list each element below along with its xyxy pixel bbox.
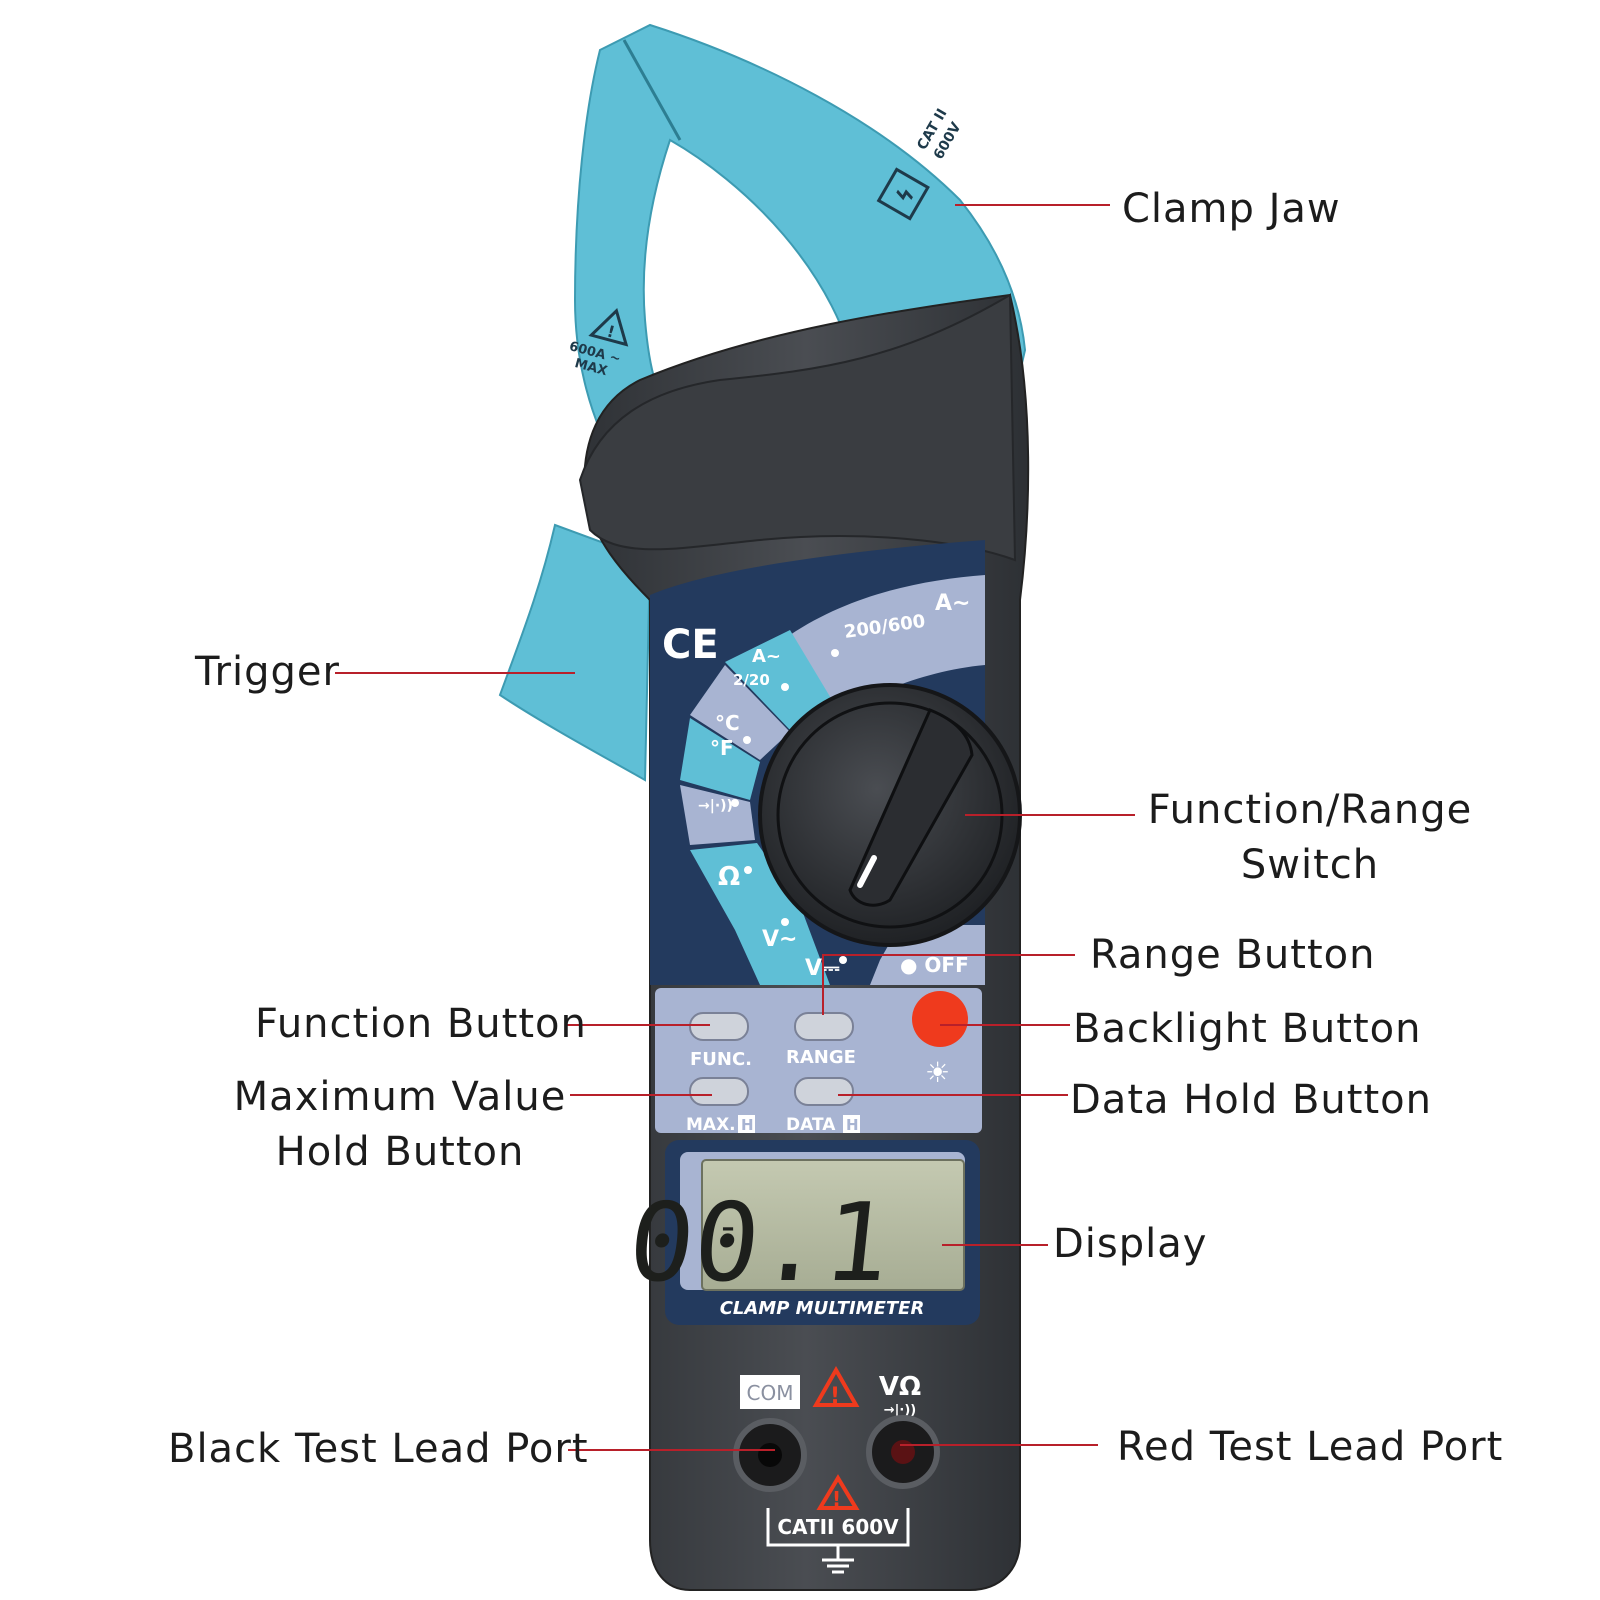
dial-label-off: ● OFF xyxy=(900,953,969,977)
callout-max-value-hold-line1: Maximum Value xyxy=(233,1074,567,1120)
dial-dot-volt-ac xyxy=(781,918,789,926)
black-port-socket xyxy=(758,1443,782,1467)
ground-icon xyxy=(822,1545,854,1574)
leader-range-button xyxy=(822,954,1075,1015)
callout-display: Display xyxy=(1053,1221,1208,1267)
port-warning-mark: ! xyxy=(830,1384,840,1409)
dial-label-diode: →|·)) xyxy=(698,798,733,814)
port-warning-icon xyxy=(812,1365,860,1407)
dial-segment-amp-low xyxy=(725,630,835,730)
lcd-reading: 00.1 xyxy=(623,1179,896,1306)
callout-trigger: Trigger xyxy=(195,649,340,695)
dial-segment-volt xyxy=(690,843,830,985)
data-hold-badge-text: H xyxy=(846,1116,859,1134)
dial-dot-temp xyxy=(743,736,751,744)
knob-grip xyxy=(848,708,974,907)
red-port-socket xyxy=(891,1440,915,1464)
dial-label-amp-low: 2/20 xyxy=(733,671,770,689)
data-hold-badge xyxy=(843,1115,860,1133)
lcd-screen xyxy=(701,1159,965,1291)
dial-dot-amp-high xyxy=(831,649,839,657)
callout-data-hold-button: Data Hold Button xyxy=(1070,1077,1432,1123)
dial-dot-volt-dc xyxy=(839,956,847,964)
func-label: FUNC. xyxy=(690,1049,752,1070)
dial-dot-ohm xyxy=(744,866,752,874)
leader-lines xyxy=(335,204,1135,1451)
knob-pointer xyxy=(857,855,877,888)
cat-rating: CATII 600V xyxy=(777,1515,899,1539)
callout-range-button: Range Button xyxy=(1090,932,1376,978)
backlight-button[interactable] xyxy=(912,991,968,1047)
callout-function-button: Function Button xyxy=(255,1001,587,1047)
clamp-jaw-split xyxy=(622,39,682,141)
callout-black-test-lead-port: Black Test Lead Port xyxy=(168,1426,589,1472)
ce-mark: CE xyxy=(662,622,719,668)
max-hold-badge xyxy=(738,1115,755,1133)
callout-function-range-switch-line1: Function/Range xyxy=(1147,787,1473,833)
vohm-label: VΩ xyxy=(879,1372,921,1402)
callout-clamp-jaw: Clamp Jaw xyxy=(1122,186,1341,232)
max-label: MAX. xyxy=(686,1115,736,1135)
max-hold-badge-text: H xyxy=(741,1116,754,1134)
dial-label-temp-c: °C xyxy=(715,711,740,735)
range-button[interactable] xyxy=(794,1012,854,1041)
callout-red-test-lead-port: Red Test Lead Port xyxy=(1117,1424,1504,1470)
vohm-diode-label: →|·)) xyxy=(884,1403,916,1418)
dial-dot-diode xyxy=(731,799,739,807)
lcd-minus: - xyxy=(716,1204,740,1250)
dial-label-amp-symbol: A~ xyxy=(935,591,970,616)
cat-warning-icon xyxy=(816,1474,860,1510)
range-label: RANGE xyxy=(786,1047,856,1068)
dial-label-temp-f: °F xyxy=(710,736,734,760)
com-label-box xyxy=(740,1375,800,1409)
trigger xyxy=(498,523,652,782)
cat-warning-mark: ! xyxy=(832,1487,841,1511)
warning-triangle-icon xyxy=(588,308,629,347)
dial-segment-temp xyxy=(690,665,790,760)
dial-label-volt-ac: V~ xyxy=(762,927,797,952)
dial-dot-amp-low xyxy=(781,683,789,691)
callout-max-value-hold-line2: Hold Button xyxy=(275,1129,525,1175)
svg-text:!: ! xyxy=(605,321,617,341)
data-hold-button[interactable] xyxy=(794,1077,854,1106)
jaw-marking-current: ! 600A ~ MAX xyxy=(567,308,629,379)
brand-label: CLAMP MULTIMETER xyxy=(720,1298,925,1319)
callout-function-range-switch: Function/Range Switch xyxy=(1145,783,1475,893)
data-label: DATA xyxy=(786,1115,836,1135)
dial-segment-diode xyxy=(680,718,760,800)
callout-max-value-hold-button: Maximum Value Hold Button xyxy=(230,1070,570,1180)
function-button[interactable] xyxy=(689,1012,749,1041)
dial-band-amp-high xyxy=(790,575,985,715)
backlight-icon: ☀ xyxy=(925,1058,950,1089)
dial-label-ohm: Ω xyxy=(718,862,740,892)
max-hold-button[interactable] xyxy=(689,1077,749,1106)
com-label: COM xyxy=(747,1381,794,1405)
dial-label-amp-low-symbol: A~ xyxy=(752,646,781,667)
callout-function-range-switch-line2: Switch xyxy=(1240,842,1380,888)
callout-backlight-button: Backlight Button xyxy=(1073,1006,1422,1052)
clamp-head xyxy=(578,293,1017,562)
